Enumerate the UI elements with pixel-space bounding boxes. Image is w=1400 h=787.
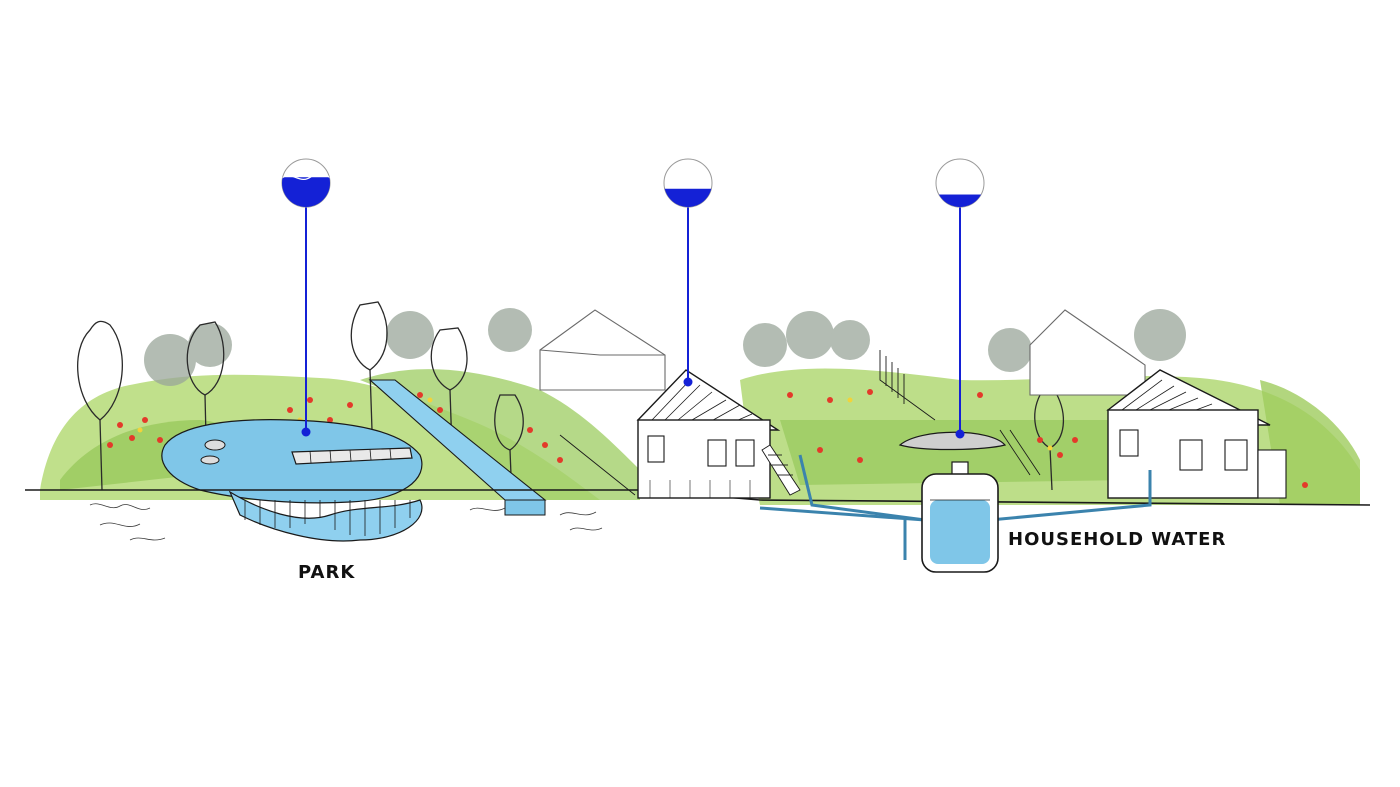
house-right (1106, 369, 1287, 499)
house-water-level-indicator (663, 158, 713, 387)
water-level-indicators (281, 158, 985, 439)
park-water-fill (282, 177, 330, 207)
tree-outlines (77, 301, 1065, 501)
background-barns (539, 309, 1146, 396)
fences (559, 350, 1041, 496)
household-water-level-indicator (935, 158, 985, 439)
wildflowers (107, 389, 1308, 488)
background-trees (144, 308, 1186, 386)
house-center (636, 369, 781, 499)
household-water-fill (936, 194, 984, 207)
household-water-label: HOUSEHOLD WATER (1008, 529, 1227, 550)
canal (368, 379, 547, 516)
house-water-fill (664, 188, 712, 207)
park-label: PARK (298, 562, 356, 583)
rainwater-system (759, 431, 1152, 573)
park-pond (161, 419, 423, 542)
